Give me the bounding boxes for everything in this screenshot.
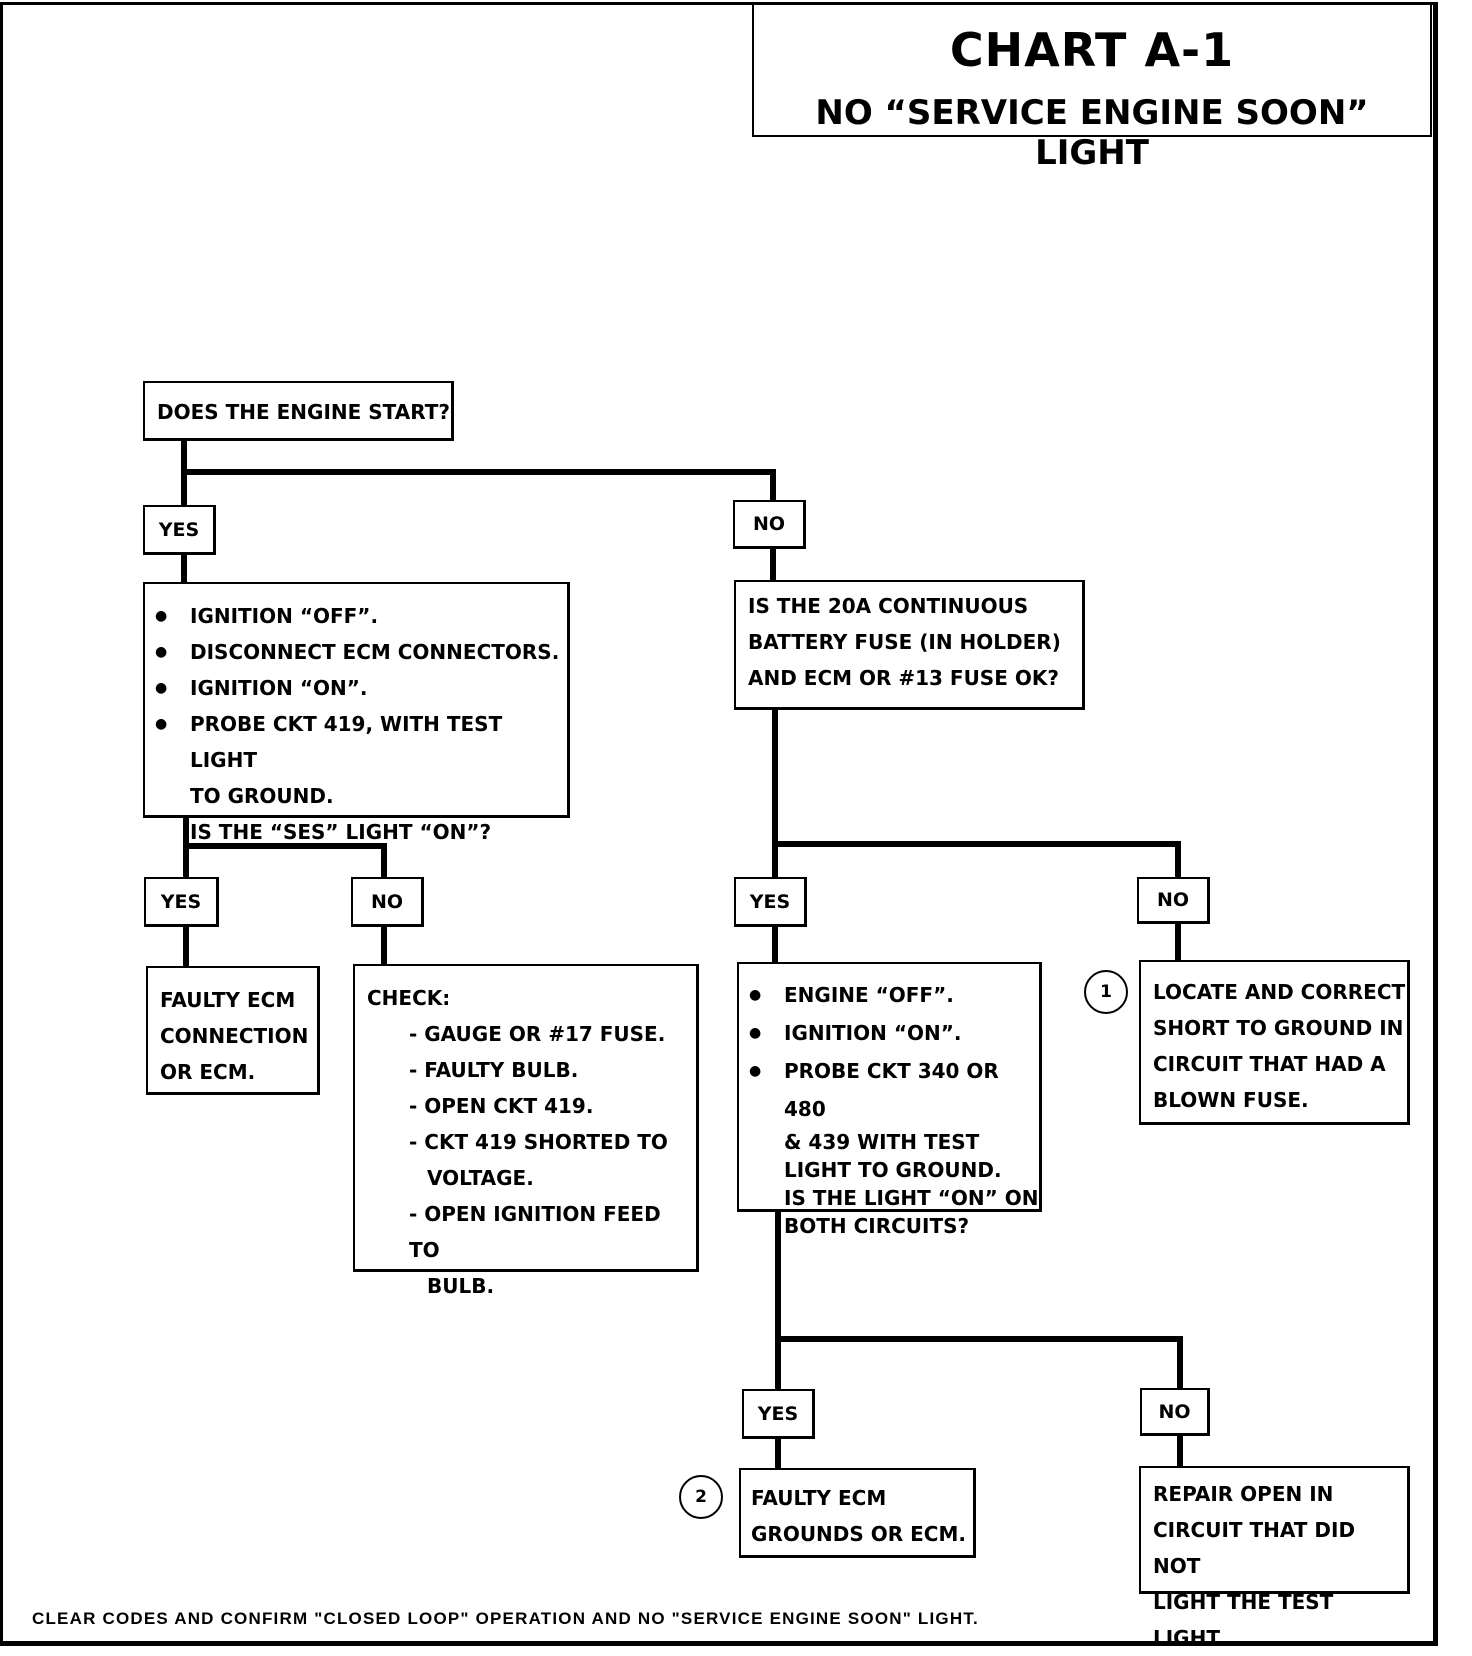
connector-ses-no	[183, 843, 387, 880]
probe-ckt-cont-3: IS THE LIGHT “ON” ON	[784, 1186, 1039, 1210]
check-ckt-419-shorted: - CKT 419 SHORTED TO	[409, 1130, 668, 1154]
step-disconnect-ecm: DISCONNECT ECM CONNECTORS.	[145, 634, 567, 670]
check-list-box: CHECK: - GAUGE OR #17 FUSE. - FAULTY BUL…	[353, 964, 699, 1298]
faulty-grounds-line-1: FAULTY ECM	[751, 1486, 887, 1510]
ses-yes-label: YES	[144, 877, 219, 927]
step-engine-off: ENGINE “OFF”.	[739, 976, 1039, 1014]
faulty-ecm-line-1: FAULTY ECM	[160, 988, 296, 1012]
chart-subtitle: NO “SERVICE ENGINE SOON” LIGHT	[815, 93, 1369, 173]
locate-short-line-4: BLOWN FUSE.	[1153, 1088, 1309, 1112]
faulty-ecm-line-3: OR ECM.	[160, 1060, 256, 1084]
probe-ckt-cont-1: & 439 WITH TEST	[784, 1130, 980, 1154]
step-probe-ckt-340: PROBE CKT 340 OR 480	[739, 1052, 1039, 1128]
faulty-ecm-line-2: CONNECTION	[160, 1024, 309, 1048]
faulty-grounds-line-2: GROUNDS OR ECM.	[751, 1522, 966, 1546]
fuse-question-line-3: AND ECM OR #13 FUSE OK?	[748, 666, 1059, 690]
note-marker-2: 2	[679, 1475, 723, 1519]
connector-fuse-no	[772, 841, 1181, 880]
connector-probe-no	[775, 1336, 1183, 1391]
check-open-ckt-419: - OPEN CKT 419.	[409, 1094, 594, 1118]
chart-title-box: CHART A-1 NO “SERVICE ENGINE SOON” LIGHT	[752, 5, 1432, 173]
locate-short-line-2: SHORT TO GROUND IN	[1153, 1016, 1404, 1040]
connector-start-no	[181, 469, 776, 503]
ses-light-question: IS THE “SES” LIGHT “ON”?	[190, 820, 492, 844]
locate-short-box: LOCATE AND CORRECT SHORT TO GROUND IN CI…	[1139, 960, 1410, 1125]
fuse-no-label: NO	[1137, 877, 1210, 924]
step-ignition-on: IGNITION “ON”.	[145, 670, 567, 706]
note-marker-1: 1	[1084, 970, 1128, 1014]
locate-short-line-1: LOCATE AND CORRECT	[1153, 980, 1406, 1004]
probe-ckt-cont-2: LIGHT TO GROUND.	[784, 1158, 1002, 1182]
faulty-grounds-box: FAULTY ECM GROUNDS OR ECM.	[739, 1468, 976, 1558]
fuse-question-line-2: BATTERY FUSE (IN HOLDER)	[748, 630, 1061, 654]
repair-open-line-2: CIRCUIT THAT DID NOT	[1153, 1518, 1356, 1578]
start-question: DOES THE ENGINE START?	[157, 400, 450, 424]
chart-title: CHART A-1	[949, 23, 1235, 77]
fuse-yes-label: YES	[734, 877, 807, 927]
probe-ckt-cont-4: BOTH CIRCUITS?	[784, 1214, 970, 1238]
check-ckt-419-shorted-cont: VOLTAGE.	[427, 1166, 534, 1190]
check-faulty-bulb: - FAULTY BULB.	[409, 1058, 579, 1082]
start-yes-label: YES	[143, 505, 216, 555]
step-probe-ckt-419-cont: TO GROUND.	[190, 784, 334, 808]
step-probe-ckt-419: PROBE CKT 419, WITH TEST LIGHT	[145, 706, 567, 778]
probe-yes-label: YES	[742, 1389, 815, 1439]
faulty-ecm-connection-box: FAULTY ECM CONNECTION OR ECM.	[146, 966, 320, 1095]
locate-short-line-3: CIRCUIT THAT HAD A	[1153, 1052, 1386, 1076]
repair-open-box: REPAIR OPEN IN CIRCUIT THAT DID NOT LIGH…	[1139, 1466, 1410, 1650]
footer-note: CLEAR CODES AND CONFIRM "CLOSED LOOP" OP…	[32, 1609, 979, 1628]
repair-open-line-1: REPAIR OPEN IN	[1153, 1482, 1334, 1506]
check-gauge-fuse: - GAUGE OR #17 FUSE.	[409, 1022, 666, 1046]
fuse-question-line-1: IS THE 20A CONTINUOUS	[748, 594, 1029, 618]
repair-open-line-3: LIGHT THE TEST LIGHT.	[1153, 1590, 1334, 1650]
ses-no-label: NO	[351, 877, 424, 927]
probe-no-label: NO	[1140, 1388, 1210, 1436]
step-ignition-on-2: IGNITION “ON”.	[739, 1014, 1039, 1052]
start-question-box: DOES THE ENGINE START?	[143, 381, 454, 441]
page-frame	[0, 2, 1438, 1646]
probe-ckt-box: ENGINE “OFF”. IGNITION “ON”. PROBE CKT 3…	[737, 962, 1042, 1238]
check-heading: CHECK:	[367, 986, 451, 1010]
ignition-steps-box: IGNITION “OFF”. DISCONNECT ECM CONNECTOR…	[143, 582, 570, 844]
check-open-ignition-feed-cont: BULB.	[427, 1274, 495, 1298]
start-no-label: NO	[733, 500, 806, 549]
fuse-question-box: IS THE 20A CONTINUOUS BATTERY FUSE (IN H…	[734, 580, 1085, 710]
step-ignition-off: IGNITION “OFF”.	[145, 598, 567, 634]
check-open-ignition-feed: - OPEN IGNITION FEED TO	[409, 1202, 661, 1262]
